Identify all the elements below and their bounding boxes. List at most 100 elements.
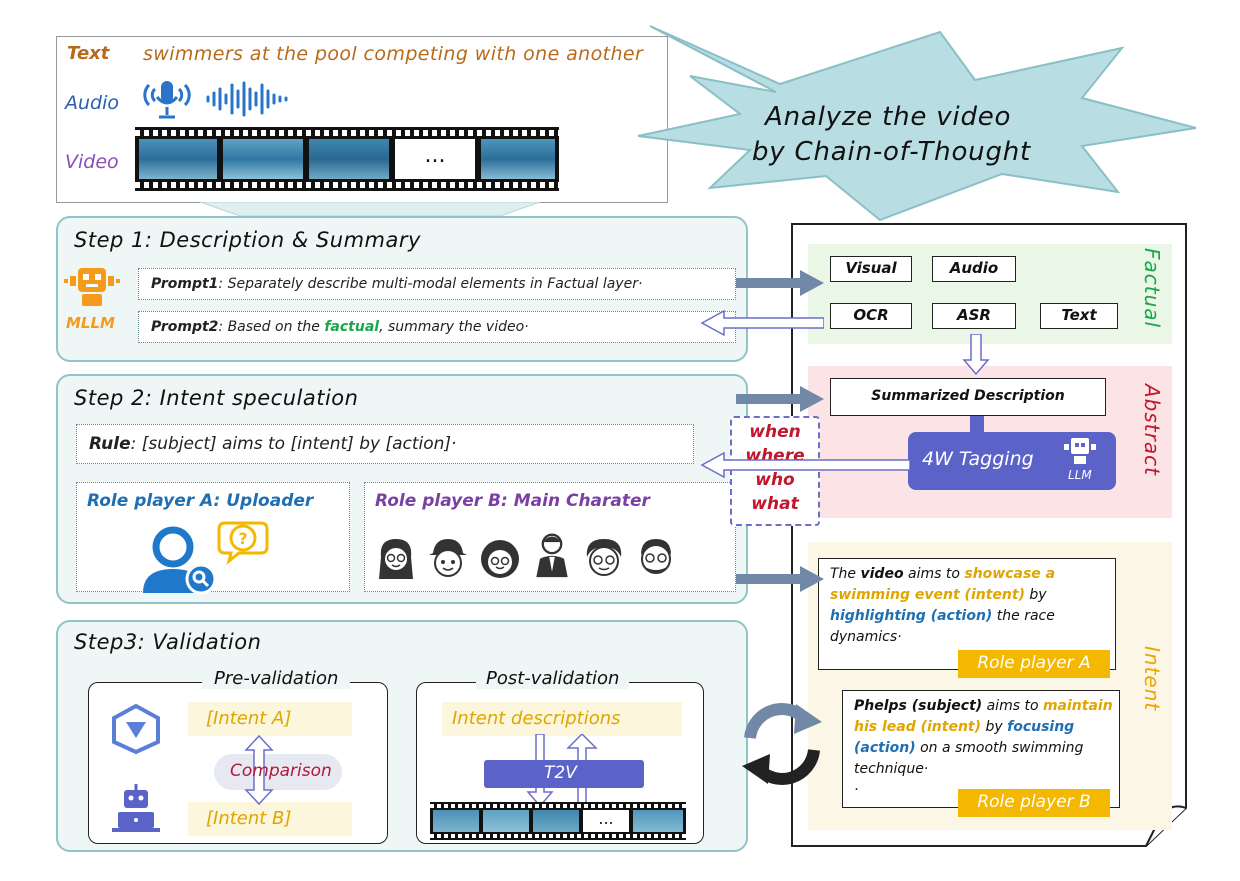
validation-cycle-icon (742, 703, 822, 785)
summary-connector (970, 416, 984, 434)
post-frame-ellipsis: ... (583, 810, 629, 832)
comparison-label: Comparison (230, 761, 332, 781)
prompt1-to-factual-arrow (736, 270, 824, 296)
video-frame-1 (139, 139, 217, 179)
character-face-1-icon (379, 539, 413, 579)
rule-box: Rule: [subject] aims to [intent] by [act… (76, 424, 694, 464)
video-modality-label: Video (65, 151, 119, 173)
question-bubble-icon: ? (217, 521, 269, 565)
step2-to-abstract-arrow (736, 386, 824, 412)
tag-visual: Visual (830, 256, 912, 282)
post-frame-4 (633, 810, 683, 832)
role-b-title: Role player B: Main Charater (375, 491, 650, 511)
intent-b-box (188, 802, 352, 836)
factual-side-label: Factual (1140, 248, 1164, 329)
audio-modality-label: Audio (65, 92, 120, 114)
text-modality-value: swimmers at the pool competing with one … (143, 43, 644, 65)
tag-asr: ASR (932, 303, 1016, 329)
step3-panel: Step3: Validation Pre-validation [Intent… (56, 620, 748, 852)
tagging-to-step2-arrow (700, 452, 910, 478)
prompt1-label: Prompt1 (151, 276, 219, 292)
character-face-6-icon (641, 539, 671, 574)
character-face-4-icon (536, 533, 568, 578)
intent-card-b (842, 690, 1120, 808)
prompt1-text: : Separately describe multi-modal elemen… (218, 276, 643, 292)
step2-panel: Step 2: Intent speculation Rule: [subjec… (56, 374, 748, 604)
factual-to-prompt2-arrow (700, 310, 824, 336)
comparison-pill (214, 754, 342, 790)
step2-to-intent-arrow (736, 566, 824, 592)
intent-desc-label: Intent descriptions (452, 708, 621, 729)
summary-box: Summarized Description (830, 378, 1106, 416)
prompt1-box: Prompt1: Separately describe multi-modal… (138, 268, 736, 300)
intent-a-text: The video aims to showcase a swimming ev… (830, 566, 1056, 645)
post-validation-title: Post-validation (476, 668, 630, 689)
tag-audio: Audio (932, 256, 1016, 282)
role-a-title: Role player A: Uploader (87, 491, 314, 511)
t2v-bar (484, 760, 644, 788)
pre-robot-icon (112, 784, 160, 832)
pre-model-logo-icon (112, 704, 160, 754)
tag-text: Text (1040, 303, 1118, 329)
prompt2-pre: : Based on the (218, 319, 325, 335)
llm-robot-icon (1064, 438, 1096, 464)
comparison-double-arrow (244, 734, 274, 806)
step3-title: Step3: Validation (74, 630, 262, 654)
waveform-icon (206, 81, 288, 117)
llm-label: LLM (1068, 468, 1092, 482)
step1-title: Step 1: Description & Summary (74, 228, 421, 252)
step1-panel: Step 1: Description & Summary MLLM Promp… (56, 216, 748, 362)
pre-validation-title: Pre-validation (202, 668, 351, 689)
intent-a-intent: showcase a swimming event (intent) (830, 566, 1056, 603)
intent-b-subject: Phelps (subject) (854, 698, 983, 714)
role-b-tag: Role player B (958, 789, 1110, 817)
intent-b-action: focusing (action) (854, 719, 1075, 756)
cot-callout-line2: by Chain-of-Thought (752, 137, 1032, 167)
mllm-robot-icon (64, 268, 120, 306)
intent-b-label: [Intent B] (206, 808, 292, 829)
factual-to-summary-arrow (962, 334, 990, 376)
tag-ocr: OCR (830, 303, 912, 329)
intent-a-video: video (860, 566, 904, 582)
t2v-label: T2V (544, 763, 577, 783)
rule-text: : [subject] aims to [intent] by [action]… (130, 434, 457, 454)
intent-b-text: Phelps (subject) aims to maintain his le… (854, 698, 1113, 798)
post-frame-3 (533, 810, 579, 832)
prompt2-label: Prompt2 (151, 319, 219, 335)
abstract-side-label: Abstract (1140, 384, 1164, 476)
character-face-5-icon (586, 539, 622, 576)
role-a-tag: Role player A (958, 650, 1110, 678)
rule-label: Rule (89, 434, 131, 454)
prompt2-post: , summary the video· (379, 319, 529, 335)
role-a-box: Role player A: Uploader ? (76, 482, 350, 595)
intent-a-action: highlighting (action) (830, 608, 993, 624)
mllm-label: MLLM (66, 314, 115, 332)
microphone-icon (143, 81, 191, 119)
prompt2-key: factual (324, 319, 380, 335)
cot-star-callout (637, 25, 1197, 222)
svg-text:?: ? (238, 529, 247, 548)
step2-title: Step 2: Intent speculation (74, 386, 359, 410)
intent-side-label: Intent (1140, 646, 1164, 712)
video-frame-4 (481, 139, 555, 179)
video-frame-3 (309, 139, 389, 179)
text-modality-label: Text (67, 43, 110, 64)
input-panel: Text swimmers at the pool competing with… (56, 36, 668, 203)
character-face-3-icon (481, 540, 519, 578)
intent-desc-box (442, 702, 682, 736)
cot-callout-line1: Analyze the video (765, 102, 1012, 132)
prompt2-box: Prompt2: Based on the factual, summary t… (138, 311, 736, 343)
video-frame-ellipsis: ... (395, 139, 475, 179)
w-words-box (730, 416, 820, 526)
post-frame-2 (483, 810, 529, 832)
intent-a-box (188, 702, 352, 736)
intent-b-intent: maintain his lead (intent) (854, 698, 1113, 735)
role-b-box: Role player B: Main Charater (364, 482, 736, 592)
character-face-2-icon (429, 539, 467, 577)
post-film-strip: ... (430, 802, 686, 840)
intent-a-label: [Intent A] (206, 708, 292, 729)
w-word-what: what (751, 494, 799, 514)
w-word-who: who (755, 470, 795, 490)
video-film-strip: ... (135, 127, 559, 191)
tagging-label: 4W Tagging (922, 448, 1034, 470)
